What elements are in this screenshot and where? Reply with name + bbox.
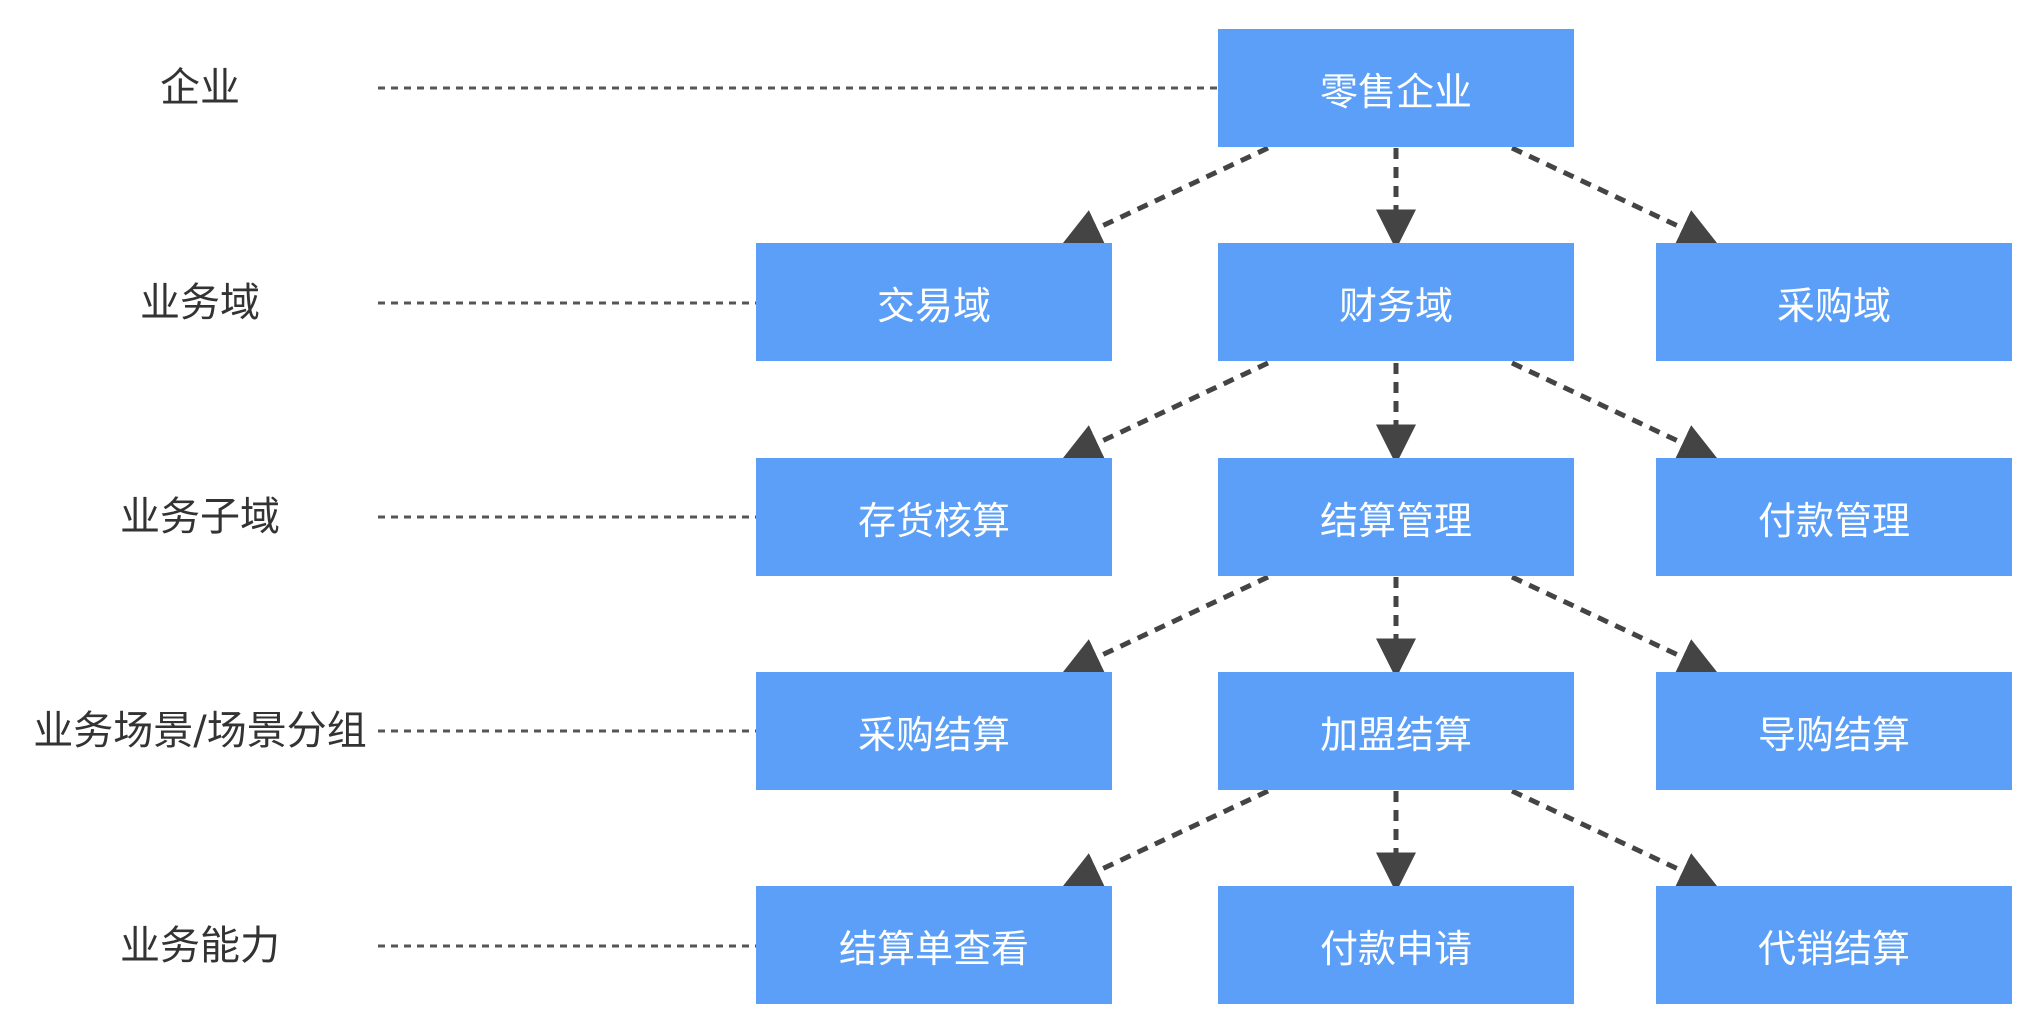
arrow-finance-to-inventory-accounting (1061, 360, 1270, 462)
arrow-finance-to-payment-management (1510, 360, 1719, 462)
node-payment-management: 付款管理 (1656, 458, 2012, 576)
node-finance-domain: 财务域 (1218, 243, 1574, 361)
node-inventory-accounting: 存货核算 (756, 458, 1112, 576)
arrow-franchise-to-statement-view (1061, 788, 1270, 890)
level-label-capability: 业务能力 (120, 923, 280, 969)
level-label-scenario: 业务场景/场景分组 (33, 708, 367, 754)
node-settlement-management: 结算管理 (1218, 458, 1574, 576)
node-franchise-settlement: 加盟结算 (1218, 672, 1574, 790)
node-payment-request: 付款申请 (1218, 886, 1574, 1004)
level-label-enterprise: 企业 (160, 65, 240, 111)
node-guide-settlement: 导购结算 (1656, 672, 2012, 790)
node-consignment-settlement: 代销结算 (1656, 886, 2012, 1004)
arrow-settlement-to-purchase-settlement (1061, 574, 1270, 676)
arrow-enterprise-to-purchase-domain (1510, 145, 1719, 247)
level-label-domain: 业务域 (140, 280, 260, 326)
node-statement-view: 结算单查看 (756, 886, 1112, 1004)
arrow-franchise-to-consignment-settlement (1510, 788, 1719, 890)
node-purchase-domain: 采购域 (1656, 243, 2012, 361)
level-label-subdomain: 业务子域 (120, 494, 280, 540)
node-retail-enterprise: 零售企业 (1218, 29, 1574, 147)
node-trade-domain: 交易域 (756, 243, 1112, 361)
arrow-enterprise-to-trade-domain (1061, 145, 1270, 247)
arrow-settlement-to-guide-settlement (1510, 574, 1719, 676)
node-purchase-settlement: 采购结算 (756, 672, 1112, 790)
